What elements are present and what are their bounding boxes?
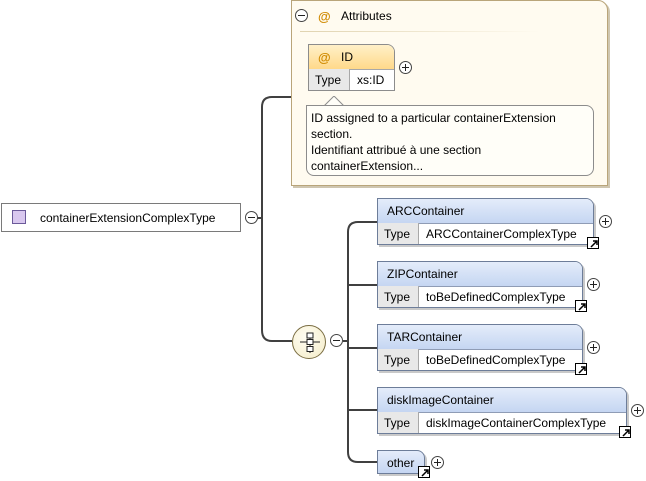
type-value: toBeDefinedComplexType xyxy=(426,353,566,367)
type-value: ARCContainerComplexType xyxy=(426,227,577,241)
type-label: Type xyxy=(309,69,350,90)
element-tarcontainer[interactable]: TARContainer Type toBeDefinedComplexType xyxy=(377,324,583,371)
element-expand-icon[interactable] xyxy=(599,215,612,228)
sequence-collapse-icon[interactable] xyxy=(330,334,343,347)
attribute-id-header: @ ID xyxy=(309,45,394,70)
type-value: toBeDefinedComplexType xyxy=(426,290,566,304)
element-name: diskImageContainer xyxy=(387,393,494,407)
sequence-compositor[interactable] xyxy=(292,325,326,359)
element-name: ARCContainer xyxy=(387,204,465,218)
root-complex-type[interactable]: containerExtensionComplexType xyxy=(1,203,241,232)
element-expand-icon[interactable] xyxy=(587,341,600,354)
element-expand-icon[interactable] xyxy=(631,404,644,417)
type-label: Type xyxy=(378,412,419,433)
arrow-link-icon[interactable] xyxy=(575,363,587,375)
doc-line: containerExtension... xyxy=(311,159,424,173)
attributes-title: Attributes xyxy=(341,9,392,23)
element-type-row: Type ARCContainerComplexType xyxy=(378,223,593,244)
type-label: Type xyxy=(378,286,419,307)
element-name: other xyxy=(387,456,415,470)
element-expand-icon[interactable] xyxy=(431,456,444,469)
element-header: ARCContainer xyxy=(378,199,593,224)
element-other[interactable]: other xyxy=(377,450,425,474)
complex-type-icon xyxy=(12,210,26,224)
arrow-link-icon[interactable] xyxy=(587,237,599,249)
type-label: Type xyxy=(378,349,419,370)
element-zipcontainer[interactable]: ZIPContainer Type toBeDefinedComplexType xyxy=(377,261,583,308)
element-header: diskImageContainer xyxy=(378,388,626,413)
element-name: ZIPContainer xyxy=(387,267,458,281)
doc-line: section. xyxy=(311,127,353,141)
root-type-name: containerExtensionComplexType xyxy=(40,211,216,225)
arrow-link-icon[interactable] xyxy=(418,466,430,478)
element-name: TARContainer xyxy=(387,330,463,344)
element-arccontainer[interactable]: ARCContainer Type ARCContainerComplexTyp… xyxy=(377,198,594,245)
root-collapse-icon[interactable] xyxy=(245,211,258,224)
attribute-id-expand-icon[interactable] xyxy=(399,61,412,74)
element-type-row: Type diskImageContainerComplexType xyxy=(378,412,626,433)
type-label: Type xyxy=(378,223,419,244)
doc-line: ID assigned to a particular containerExt… xyxy=(311,111,556,125)
attribute-at-icon: @ xyxy=(318,50,331,65)
attribute-at-icon: @ xyxy=(318,9,331,24)
arrow-link-icon[interactable] xyxy=(619,426,631,438)
attributes-collapse-icon[interactable] xyxy=(295,9,308,22)
doc-callout-pointer xyxy=(324,96,344,107)
type-value: xs:ID xyxy=(357,73,385,87)
element-header: TARContainer xyxy=(378,325,582,350)
element-type-row: Type toBeDefinedComplexType xyxy=(378,349,582,370)
attribute-id-name: ID xyxy=(341,50,353,64)
element-header: ZIPContainer xyxy=(378,262,582,287)
element-expand-icon[interactable] xyxy=(587,278,600,291)
attribute-id-type-row: Type xs:ID xyxy=(309,69,394,90)
arrow-link-icon[interactable] xyxy=(575,300,587,312)
element-diskimagecontainer[interactable]: diskImageContainer Type diskImageContain… xyxy=(377,387,627,434)
sequence-compositor-icon xyxy=(300,332,320,353)
doc-line: Identifiant attribué à une section xyxy=(311,143,482,157)
attribute-documentation: ID assigned to a particular containerExt… xyxy=(306,105,594,176)
attributes-divider xyxy=(300,31,540,32)
type-value: diskImageContainerComplexType xyxy=(426,416,607,430)
attribute-id[interactable]: @ ID Type xs:ID xyxy=(308,44,395,91)
element-type-row: Type toBeDefinedComplexType xyxy=(378,286,582,307)
